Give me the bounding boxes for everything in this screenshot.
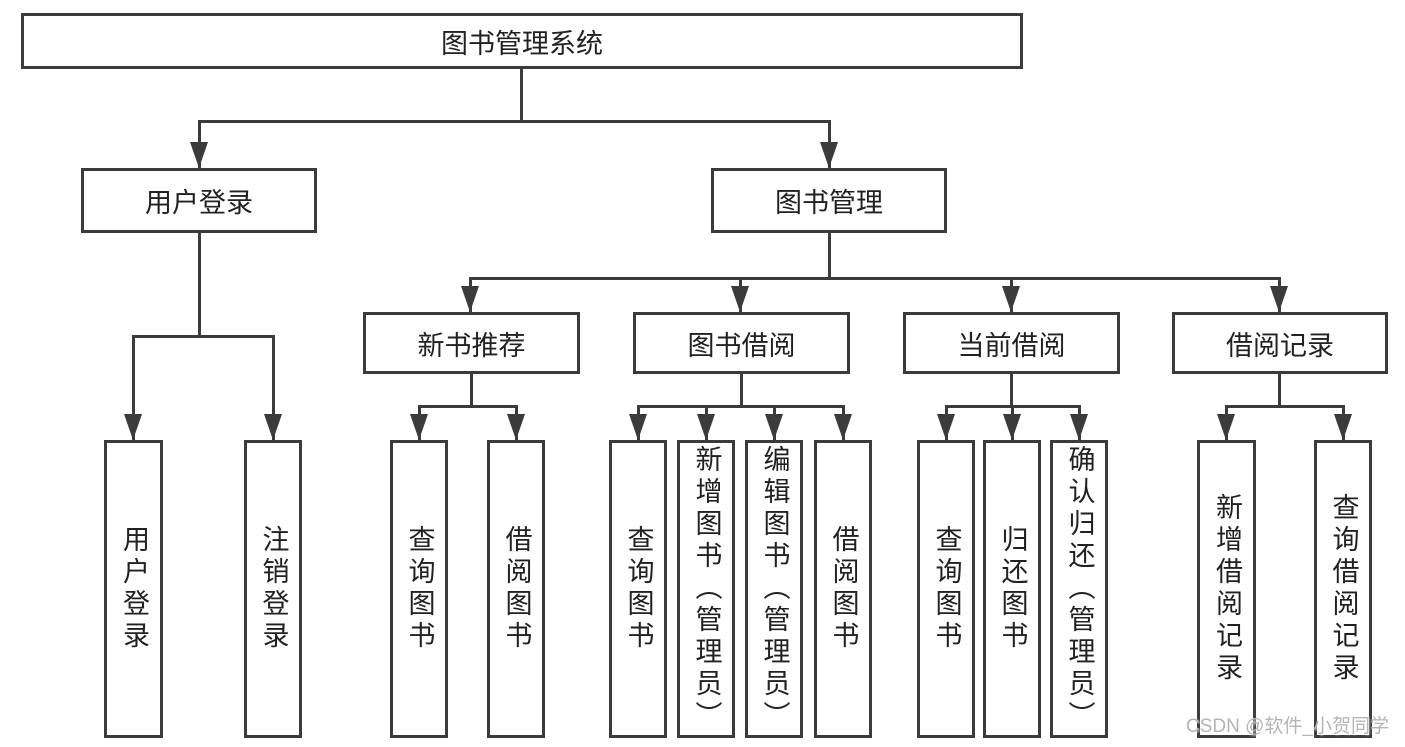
- leaf-edit-books-admin-label: 编辑图书（管理员）: [759, 445, 790, 733]
- leaf-borrow-books-2-label: 借阅图书: [828, 525, 859, 653]
- leaf-user-login-label: 用户登录: [119, 525, 149, 653]
- leaf-return-books-label: 归还图书: [997, 525, 1028, 653]
- node-book-borrowing-label: 图书借阅: [687, 330, 796, 361]
- connector-new-book-bar: [418, 405, 518, 408]
- csdn-watermark: CSDN @软件_小贺同学: [1186, 716, 1389, 737]
- connector-borrowing-records-stub: [1278, 374, 1281, 408]
- node-library-system-label: 图书管理系统: [441, 28, 603, 59]
- arrowhead-query-borrow-record: [1334, 414, 1352, 440]
- arrowhead-query-books-2: [629, 414, 647, 440]
- connector-book-borrowing-bar: [637, 405, 845, 408]
- connector-current-borrowing-stub: [1010, 374, 1013, 408]
- arrowhead-new-book: [461, 286, 479, 312]
- leaf-user-login: 用户登录: [104, 440, 163, 738]
- leaf-query-books-2: 查询图书: [609, 440, 667, 738]
- leaf-add-borrow-record-label: 新增借阅记录: [1212, 493, 1242, 685]
- arrowhead-book-borrowing: [731, 286, 749, 312]
- arrowhead-return-books: [1003, 414, 1021, 440]
- connector-root-stub: [520, 69, 523, 120]
- arrowhead-leaf-user-login: [124, 414, 142, 440]
- arrowhead-add-books: [697, 414, 715, 440]
- leaf-query-books-3-label: 查询图书: [931, 525, 962, 653]
- node-user-login-label: 用户登录: [145, 188, 253, 218]
- arrowhead-query-books-3: [937, 414, 955, 440]
- connector-borrowing-records-bar: [1225, 405, 1345, 408]
- leaf-query-books-3: 查询图书: [917, 440, 975, 738]
- arrowhead-query-books-1: [410, 414, 428, 440]
- node-new-book-recommend: 新书推荐: [363, 312, 580, 374]
- leaf-return-books: 归还图书: [983, 440, 1041, 738]
- arrowhead-borrow-books-2: [834, 414, 852, 440]
- leaf-borrow-books-1-label: 借阅图书: [501, 525, 532, 653]
- arrowhead-user-login: [190, 142, 208, 168]
- arrowhead-book-management: [820, 142, 838, 168]
- leaf-confirm-return-admin-label: 确认归还（管理员）: [1064, 445, 1095, 733]
- node-new-book-recommend-label: 新书推荐: [417, 330, 526, 361]
- arrowhead-leaf-logout: [264, 414, 282, 440]
- leaf-query-books-1: 查询图书: [390, 440, 448, 738]
- connector-user-login-bar: [132, 335, 275, 338]
- connector-book-management-stub: [828, 233, 831, 277]
- leaf-borrow-books-1: 借阅图书: [487, 440, 545, 738]
- leaf-add-borrow-record: 新增借阅记录: [1197, 440, 1256, 738]
- leaf-logout-label: 注销登录: [258, 525, 289, 653]
- leaf-add-books-admin: 新增图书（管理员）: [677, 440, 735, 738]
- leaf-query-books-2-label: 查询图书: [623, 525, 654, 653]
- node-book-borrowing: 图书借阅: [633, 312, 850, 374]
- node-book-management: 图书管理: [711, 168, 947, 233]
- leaf-add-books-admin-label: 新增图书（管理员）: [691, 445, 722, 733]
- node-current-borrowing: 当前借阅: [903, 312, 1120, 374]
- node-current-borrowing-label: 当前借阅: [957, 330, 1066, 361]
- arrowhead-confirm-return: [1070, 414, 1088, 440]
- connector-drop-leaf-logout: [272, 335, 275, 440]
- leaf-confirm-return-admin: 确认归还（管理员）: [1050, 440, 1108, 738]
- node-user-login: 用户登录: [81, 168, 317, 233]
- leaf-query-borrow-record-label: 查询借阅记录: [1328, 493, 1359, 685]
- connector-drop-leaf-user-login: [132, 335, 135, 440]
- leaf-logout: 注销登录: [244, 440, 302, 738]
- arrowhead-current-borrowing: [1002, 286, 1020, 312]
- connector-level2-bar: [198, 120, 831, 123]
- node-borrowing-records-label: 借阅记录: [1226, 330, 1334, 361]
- arrowhead-add-borrow-record: [1217, 414, 1235, 440]
- connector-book-borrowing-stub: [740, 374, 743, 408]
- connector-new-book-stub: [470, 374, 473, 408]
- leaf-edit-books-admin: 编辑图书（管理员）: [745, 440, 803, 738]
- leaf-borrow-books-2: 借阅图书: [814, 440, 872, 738]
- arrowhead-borrowing-records: [1270, 286, 1288, 312]
- node-library-system: 图书管理系统: [21, 13, 1023, 69]
- connector-level3-bar: [469, 277, 1281, 280]
- arrowhead-edit-books: [765, 414, 783, 440]
- connector-user-login-stub: [198, 233, 201, 335]
- node-book-management-label: 图书管理: [775, 188, 883, 218]
- leaf-query-borrow-record: 查询借阅记录: [1314, 440, 1372, 738]
- leaf-query-books-1-label: 查询图书: [404, 525, 435, 653]
- arrowhead-borrow-books-1: [507, 414, 525, 440]
- node-borrowing-records: 借阅记录: [1172, 312, 1388, 374]
